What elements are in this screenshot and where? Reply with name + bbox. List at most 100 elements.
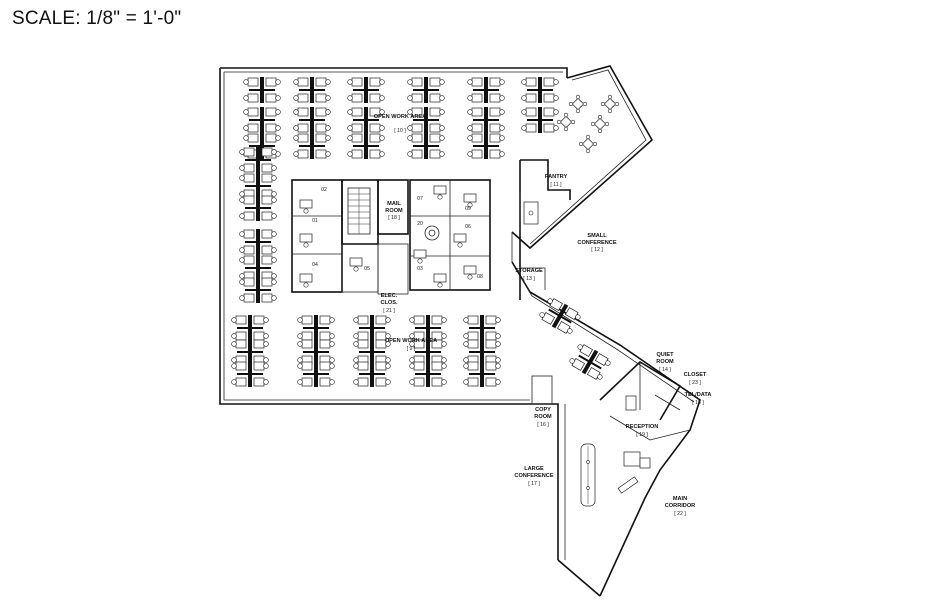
room-label-elec-clos: ELEC. CLOS. [ 21 ]: [380, 293, 398, 314]
svg-text:02: 02: [321, 187, 327, 193]
svg-text:[ 16 ]: [ 16 ]: [537, 422, 549, 428]
workstation-pod: [297, 339, 335, 365]
svg-text:04: 04: [312, 262, 318, 268]
pantry-table: [600, 94, 620, 114]
workstation-pod: [297, 361, 335, 387]
room-label-pantry: PANTRY [ 11 ]: [545, 174, 568, 188]
workstation-pod: [239, 277, 277, 303]
workstation-pod: [347, 133, 385, 159]
pantry-table: [578, 134, 598, 154]
workstation-pod: [463, 315, 501, 341]
workstation-pod: [239, 229, 277, 255]
workstation-pod: [463, 361, 501, 387]
svg-text:LARGE: LARGE: [524, 466, 544, 472]
office-furniture: [299, 273, 313, 288]
svg-text:[ 11 ]: [ 11 ]: [550, 182, 562, 188]
workstation-pod: [293, 107, 331, 133]
workstation-pod: [407, 77, 445, 103]
drawing-scale-label: SCALE: 1/8" = 1'-0": [12, 8, 182, 29]
workstation-pod: [239, 173, 277, 199]
workstation-pod: [293, 77, 331, 103]
office-furniture: [349, 257, 363, 272]
svg-text:08: 08: [477, 274, 483, 280]
workstation-pod: [239, 195, 277, 221]
workstation-pod: [407, 107, 445, 133]
svg-text:[ 17 ]: [ 17 ]: [528, 481, 540, 487]
room-label-tel-data: TEL/DATA [ 15 ]: [685, 392, 712, 406]
workstation-pod: [243, 107, 281, 133]
svg-text:PANTRY: PANTRY: [545, 174, 568, 180]
room-label-large-conference: LARGE CONFERENCE [ 17 ]: [514, 466, 553, 487]
svg-text:MAIL: MAIL: [387, 201, 401, 207]
office-furniture: [433, 185, 447, 200]
workstation-pod: [353, 315, 391, 341]
svg-text:MAIN: MAIN: [673, 496, 687, 502]
svg-text:CORRIDOR: CORRIDOR: [665, 503, 695, 509]
svg-text:07: 07: [417, 196, 423, 202]
workstation-pod: [239, 255, 277, 281]
office-furniture: [433, 273, 447, 288]
workstation-clusters: [231, 77, 620, 387]
workstation-pod: [463, 339, 501, 365]
room-label-copy-room: COPY ROOM [ 16 ]: [534, 407, 552, 428]
svg-text:OPEN WORK AREA: OPEN WORK AREA: [385, 338, 437, 344]
pantry-table: [590, 114, 610, 134]
workstation-pod: [521, 77, 559, 103]
svg-text:OPEN WORK AREA: OPEN WORK AREA: [374, 114, 426, 120]
svg-text:01: 01: [312, 218, 318, 224]
room-label-open-work-south: OPEN WORK AREA [ 9 ]: [385, 338, 437, 352]
svg-text:[ 22 ]: [ 22 ]: [674, 511, 686, 517]
svg-text:CLOS.: CLOS.: [380, 300, 398, 306]
workstation-pod: [243, 77, 281, 103]
workstation-pod: [409, 315, 447, 341]
workstation-pod: [293, 133, 331, 159]
svg-text:[ 21 ]: [ 21 ]: [383, 308, 395, 314]
svg-text:[ 23 ]: [ 23 ]: [689, 380, 701, 386]
svg-text:ROOM: ROOM: [385, 208, 403, 214]
office-furniture: [413, 249, 427, 264]
svg-text:20: 20: [417, 221, 423, 227]
svg-text:CLOSET: CLOSET: [684, 372, 707, 378]
room-label-closet: CLOSET [ 23 ]: [684, 372, 707, 386]
workstation-pod: [231, 361, 269, 387]
workstation-pod: [353, 339, 391, 365]
svg-text:[ 13 ]: [ 13 ]: [523, 276, 535, 282]
office-furniture: [299, 233, 313, 248]
svg-text:TEL/DATA: TEL/DATA: [685, 392, 712, 398]
svg-text:STORAGE: STORAGE: [515, 268, 543, 274]
workstation-pod: [409, 361, 447, 387]
workstation-pod: [347, 77, 385, 103]
svg-text:[ 18 ]: [ 18 ]: [388, 215, 400, 221]
svg-text:05: 05: [364, 266, 370, 272]
svg-text:QUIET: QUIET: [656, 352, 674, 358]
workstation-pod: [409, 339, 447, 365]
svg-text:ROOM: ROOM: [656, 359, 674, 365]
workstation-pod: [467, 133, 505, 159]
pantry-table: [556, 112, 576, 132]
svg-text:[ 12 ]: [ 12 ]: [591, 247, 603, 253]
svg-text:CONFERENCE: CONFERENCE: [514, 473, 553, 479]
office-tags: 02 01 04 05 07 20 09 06 03 08: [312, 187, 483, 280]
workstation-pod: [297, 315, 335, 341]
svg-text:ELEC.: ELEC.: [381, 293, 398, 299]
svg-text:ROOM: ROOM: [534, 414, 552, 420]
office-furniture: [453, 233, 467, 248]
svg-text:[ 10 ]: [ 10 ]: [394, 128, 406, 134]
office-furniture: [299, 199, 313, 214]
office-furniture: [463, 193, 477, 208]
room-label-storage: STORAGE [ 13 ]: [515, 268, 543, 282]
svg-text:[ 15 ]: [ 15 ]: [692, 400, 704, 406]
workstation-pod: [407, 133, 445, 159]
office-furniture: [463, 265, 477, 280]
room-label-open-work-north: OPEN WORK AREA [ 10 ]: [374, 114, 426, 134]
workstation-pod: [569, 344, 611, 380]
svg-text:06: 06: [465, 224, 471, 230]
workstation-pod: [467, 77, 505, 103]
workstation-pod: [539, 298, 581, 334]
room-label-reception: RECEPTION [ 19 ]: [626, 424, 659, 438]
conference-furniture: [580, 395, 651, 507]
workstation-pod: [467, 107, 505, 133]
building-outline: [219, 65, 701, 597]
room-label-main-corridor: MAIN CORRIDOR [ 22 ]: [665, 496, 695, 517]
room-label-quiet-room: QUIET ROOM [ 14 ]: [656, 352, 674, 373]
